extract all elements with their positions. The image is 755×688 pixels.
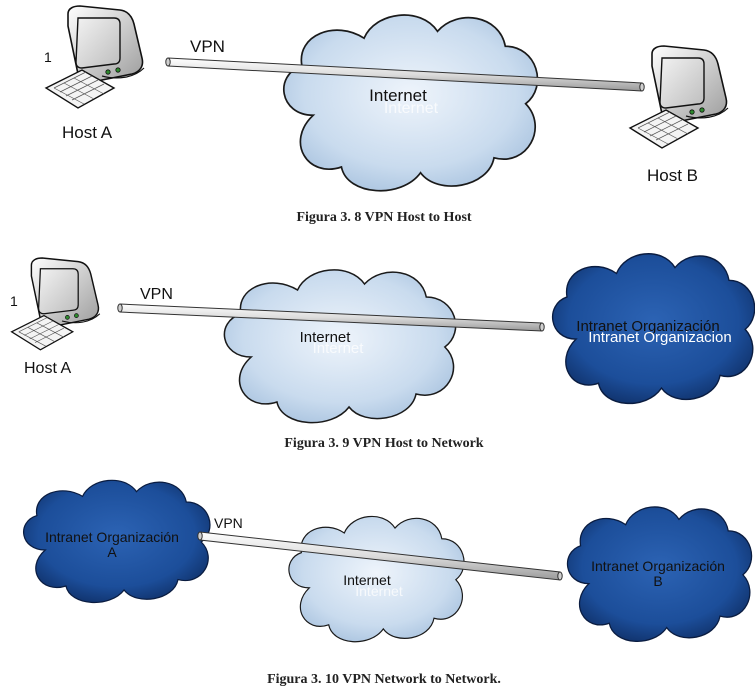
computer-icon (10, 257, 101, 351)
host-a-label: Host A (24, 360, 71, 377)
intranet-b-label-line1: Intranet Organización (591, 558, 725, 574)
internet-ghost-label: Internet (355, 583, 403, 599)
figure-host-to-network: Internet Internet Intranet Organización … (10, 252, 755, 451)
vpn-tunnel (165, 57, 645, 92)
figure-caption: Figura 3. 9 VPN Host to Network (284, 436, 483, 451)
vpn-label: VPN (214, 515, 243, 531)
vpn-tunnel (117, 303, 545, 332)
host-a-marker: 1 (10, 293, 18, 309)
host-a-marker: 1 (44, 49, 52, 65)
intranet-b-label-line2: B (653, 573, 662, 589)
internet-label: Internet (343, 572, 391, 588)
computer-icon (45, 5, 145, 109)
vpn-label: VPN (190, 37, 225, 56)
intranet-a-label-line1: Intranet Organización (45, 529, 179, 545)
intranet-ghost-label: Intranet Organizacion (588, 329, 731, 346)
internet-ghost-label: Internet (384, 100, 439, 117)
intranet-a-label-line2: A (107, 544, 117, 560)
computer-icon (629, 45, 729, 149)
host-a-label: Host A (62, 123, 113, 142)
internet-label: Internet (300, 329, 352, 346)
figure-host-to-host: Internet Internet VPN 1 Host A Host B Fi… (44, 5, 729, 225)
figure-caption: Figura 3. 8 VPN Host to Host (296, 210, 471, 225)
figure-caption: Figura 3. 10 VPN Network to Network. (267, 672, 501, 687)
internet-label: Internet (369, 86, 427, 105)
internet-ghost-label: Internet (313, 340, 365, 357)
figure-network-to-network: Intranet Organización A Internet Interne… (22, 479, 753, 687)
intranet-label: Intranet Organización (576, 318, 719, 335)
vpn-label: VPN (140, 286, 173, 303)
vpn-tunnel (197, 531, 563, 581)
host-b-label: Host B (647, 166, 698, 185)
